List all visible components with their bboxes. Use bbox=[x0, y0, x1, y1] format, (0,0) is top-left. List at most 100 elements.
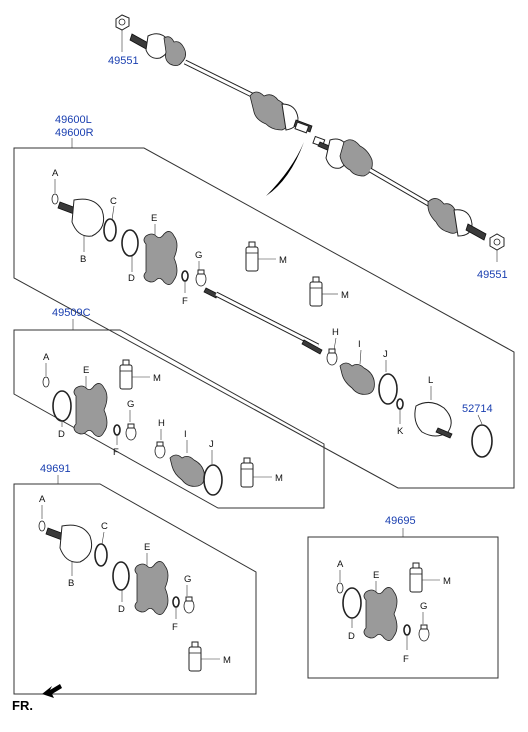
group-49695: 49695 A D E F G M bbox=[307, 515, 499, 679]
label-f: F bbox=[182, 296, 188, 307]
label-m: M bbox=[223, 655, 231, 666]
label-a: A bbox=[337, 559, 344, 570]
group-49695-title[interactable]: 49695 bbox=[385, 515, 416, 527]
circlip bbox=[42, 376, 50, 388]
boot-band-j bbox=[378, 373, 398, 405]
label-h: H bbox=[332, 327, 339, 338]
label-g: G bbox=[184, 574, 191, 585]
inner-cv-joint-right bbox=[312, 135, 373, 177]
label-f: F bbox=[113, 447, 119, 458]
label-g: G bbox=[420, 601, 427, 612]
snap-ring-k bbox=[396, 398, 404, 410]
boot-clamp-h bbox=[154, 441, 166, 459]
snap-ring-f bbox=[403, 624, 411, 636]
label-f: F bbox=[403, 654, 409, 665]
snap-ring-f bbox=[181, 270, 189, 282]
label-h: H bbox=[158, 418, 165, 429]
boot-e bbox=[143, 231, 178, 285]
circlip bbox=[51, 193, 59, 205]
group-49509c: 49509C A D E F G M H I J M bbox=[13, 307, 325, 509]
label-e: E bbox=[144, 542, 150, 553]
group-49691-title[interactable]: 49691 bbox=[40, 463, 71, 475]
boot-band-d bbox=[52, 390, 72, 422]
separator-mark bbox=[266, 142, 304, 196]
boot-e bbox=[134, 561, 169, 615]
boot-clamp-g bbox=[125, 423, 137, 441]
outer-cv-joint-right bbox=[427, 198, 487, 241]
snap-ring-f bbox=[172, 596, 180, 608]
label-l: L bbox=[428, 375, 433, 386]
snap-ring-f bbox=[113, 424, 121, 436]
grease-tube-1 bbox=[119, 359, 133, 390]
front-label: FR. bbox=[12, 698, 33, 713]
label-a: A bbox=[43, 352, 50, 363]
drive-shaft-assembly bbox=[115, 14, 505, 262]
outer-cv-joint-left bbox=[129, 33, 186, 66]
boot-clamp-g bbox=[195, 269, 207, 287]
label-g: G bbox=[195, 250, 202, 261]
boot-clamp-g bbox=[418, 624, 430, 642]
boot-i bbox=[339, 362, 375, 395]
inner-cv-joint-left bbox=[249, 91, 313, 134]
label-m: M bbox=[443, 576, 451, 587]
grease-tube-2 bbox=[309, 276, 323, 307]
label-j: J bbox=[383, 349, 388, 360]
tone-wheel bbox=[471, 424, 493, 458]
boot-e bbox=[73, 383, 108, 437]
intermediate-shaft bbox=[203, 287, 323, 355]
group-49600: 49600L 49600R A B C D E F G bbox=[13, 114, 515, 489]
label-e: E bbox=[83, 365, 89, 376]
ref-52714[interactable]: 52714 bbox=[462, 403, 493, 415]
ref-49551-bottom[interactable]: 49551 bbox=[477, 269, 508, 281]
label-m-1: M bbox=[279, 255, 287, 266]
boot-clamp-h bbox=[326, 348, 338, 366]
label-g: G bbox=[127, 399, 134, 410]
label-c: C bbox=[101, 521, 108, 532]
label-e: E bbox=[151, 213, 157, 224]
label-m-1: M bbox=[153, 373, 161, 384]
label-e: E bbox=[373, 570, 379, 581]
label-a: A bbox=[39, 494, 46, 505]
ref-49551-top[interactable]: 49551 bbox=[108, 55, 139, 67]
snap-ring-c bbox=[94, 543, 108, 567]
grease-tube-1 bbox=[245, 241, 259, 272]
label-f: F bbox=[172, 622, 178, 633]
label-c: C bbox=[110, 196, 117, 207]
label-a: A bbox=[52, 168, 59, 179]
label-b: B bbox=[80, 254, 86, 265]
grease-tube-2 bbox=[240, 457, 254, 488]
hub-nut-left bbox=[115, 14, 130, 31]
group-49600-title-l[interactable]: 49600L bbox=[55, 114, 92, 126]
boot-clamp-g bbox=[183, 596, 195, 614]
boot-band-j bbox=[203, 464, 223, 496]
inner-joint-l bbox=[414, 402, 453, 439]
group-49509c-title[interactable]: 49509C bbox=[52, 307, 91, 319]
circlip bbox=[336, 582, 344, 594]
front-arrow-icon bbox=[42, 684, 62, 698]
grease-tube bbox=[188, 641, 202, 672]
label-m-2: M bbox=[275, 473, 283, 484]
outer-joint-b bbox=[57, 198, 105, 237]
boot-e bbox=[363, 587, 398, 641]
label-b: B bbox=[68, 578, 74, 589]
group-49691: 49691 A B C D E F G M bbox=[13, 463, 257, 695]
circlip bbox=[38, 520, 46, 532]
label-d: D bbox=[118, 604, 125, 615]
label-j: J bbox=[209, 439, 214, 450]
snap-ring-c bbox=[103, 218, 117, 242]
label-i: I bbox=[358, 339, 361, 350]
label-k: K bbox=[397, 426, 404, 437]
boot-band-d bbox=[342, 587, 362, 619]
outer-joint-b bbox=[45, 524, 93, 563]
boot-i bbox=[169, 454, 205, 487]
group-49600-title-r[interactable]: 49600R bbox=[55, 127, 94, 139]
grease-tube bbox=[409, 562, 423, 593]
label-d: D bbox=[58, 429, 65, 440]
label-i: I bbox=[184, 429, 187, 440]
front-direction-indicator: FR. bbox=[12, 684, 62, 713]
hub-nut-right bbox=[489, 233, 505, 251]
boot-band-d bbox=[121, 229, 139, 257]
label-d: D bbox=[128, 273, 135, 284]
boot-band-d bbox=[112, 561, 130, 591]
